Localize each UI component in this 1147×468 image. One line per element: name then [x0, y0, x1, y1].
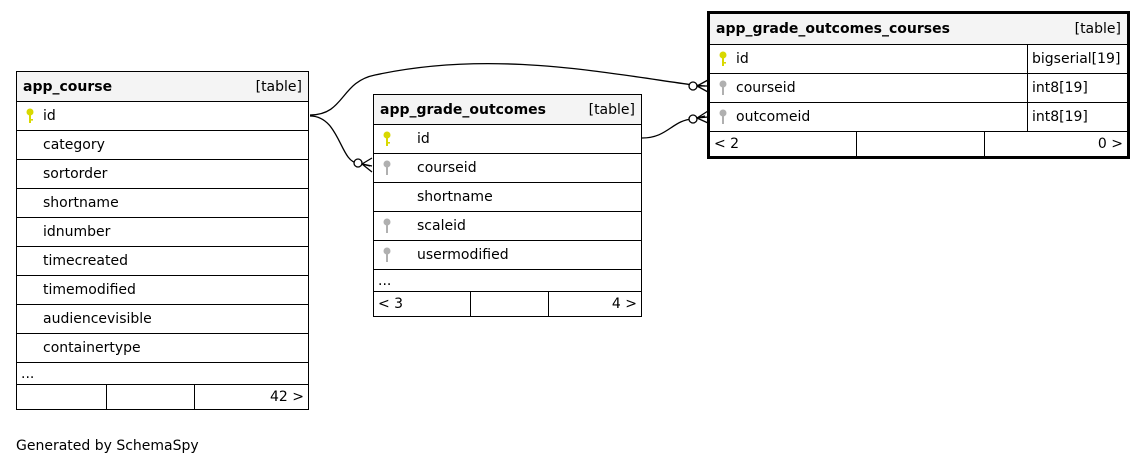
children-count[interactable]: 4 > — [548, 292, 641, 316]
column-name: scaleid — [417, 218, 466, 234]
column-row[interactable]: id bigserial[19] — [710, 45, 1127, 74]
foreign-key-icon — [710, 80, 736, 96]
parents-count[interactable]: < 3 — [378, 296, 404, 312]
table-kind: [table] — [1074, 21, 1121, 37]
column-name: courseid — [736, 80, 796, 96]
table-header: app_course [table] — [17, 72, 308, 102]
column-name: containertype — [43, 340, 141, 356]
children-count[interactable]: 0 > — [984, 132, 1127, 156]
column-row[interactable]: idnumber — [17, 218, 308, 247]
column-row[interactable]: shortname — [374, 183, 641, 212]
column-name: timemodified — [43, 282, 136, 298]
table-header: app_grade_outcomes [table] — [374, 95, 641, 125]
column-name: id — [43, 108, 56, 124]
column-row[interactable]: timecreated — [17, 247, 308, 276]
column-type: bigserial[19] — [1027, 45, 1127, 73]
column-name: idnumber — [43, 224, 111, 240]
column-name: courseid — [417, 160, 477, 176]
column-row[interactable]: containertype — [17, 334, 308, 363]
table-app-grade-outcomes-courses[interactable]: app_grade_outcomes_courses [table] id bi… — [707, 11, 1130, 159]
column-name: usermodified — [417, 247, 509, 263]
relation-course-to-outcomes — [309, 115, 371, 167]
rows-count — [856, 132, 984, 156]
table-header: app_grade_outcomes_courses [table] — [710, 14, 1127, 45]
primary-key-icon — [710, 51, 736, 67]
generated-by-label: Generated by SchemaSpy — [16, 438, 199, 454]
rows-count — [106, 385, 194, 409]
column-name: sortorder — [43, 166, 108, 182]
column-name: id — [736, 51, 749, 67]
column-name: id — [417, 131, 430, 147]
column-row[interactable]: outcomeid int8[19] — [710, 103, 1127, 132]
column-row[interactable]: sortorder — [17, 160, 308, 189]
foreign-key-icon — [374, 247, 400, 263]
column-row[interactable]: shortname — [17, 189, 308, 218]
foreign-key-icon — [710, 109, 736, 125]
column-row[interactable]: courseid — [374, 154, 641, 183]
column-row[interactable]: id — [374, 125, 641, 154]
column-name: timecreated — [43, 253, 128, 269]
parents-count[interactable]: < 2 — [714, 136, 740, 152]
column-row[interactable]: audiencevisible — [17, 305, 308, 334]
children-count[interactable]: 42 > — [194, 385, 308, 409]
table-name: app_grade_outcomes — [380, 101, 546, 118]
table-name: app_course — [23, 78, 113, 95]
column-row[interactable]: scaleid — [374, 212, 641, 241]
table-kind: [table] — [588, 101, 635, 118]
column-row[interactable]: courseid int8[19] — [710, 74, 1127, 103]
primary-key-icon — [374, 131, 400, 147]
table-footer: < 3 4 > — [374, 292, 641, 316]
table-footer: < 2 0 > — [710, 132, 1127, 156]
column-name: outcomeid — [736, 109, 811, 125]
parents-count[interactable] — [17, 385, 106, 409]
table-app-course[interactable]: app_course [table] id category sortorder… — [16, 71, 309, 410]
column-row[interactable]: timemodified — [17, 276, 308, 305]
more-columns[interactable]: ... — [17, 363, 308, 385]
column-row[interactable]: usermodified — [374, 241, 641, 270]
more-columns[interactable]: ... — [374, 270, 641, 292]
column-row[interactable]: id — [17, 102, 308, 131]
foreign-key-icon — [374, 160, 400, 176]
column-name: category — [43, 137, 105, 153]
column-name: audiencevisible — [43, 311, 152, 327]
table-app-grade-outcomes[interactable]: app_grade_outcomes [table] id courseid s… — [373, 94, 642, 317]
column-name: shortname — [417, 189, 493, 205]
column-name: shortname — [43, 195, 119, 211]
rows-count — [470, 292, 548, 316]
column-type: int8[19] — [1027, 74, 1127, 102]
column-row[interactable]: category — [17, 131, 308, 160]
table-name: app_grade_outcomes_courses — [716, 21, 950, 37]
column-type: int8[19] — [1027, 103, 1127, 131]
primary-key-icon — [17, 108, 43, 124]
table-kind: [table] — [255, 78, 302, 95]
relation-course-to-outcomes-courses — [309, 62, 706, 116]
foreign-key-icon — [374, 218, 400, 234]
table-footer: 42 > — [17, 385, 308, 409]
